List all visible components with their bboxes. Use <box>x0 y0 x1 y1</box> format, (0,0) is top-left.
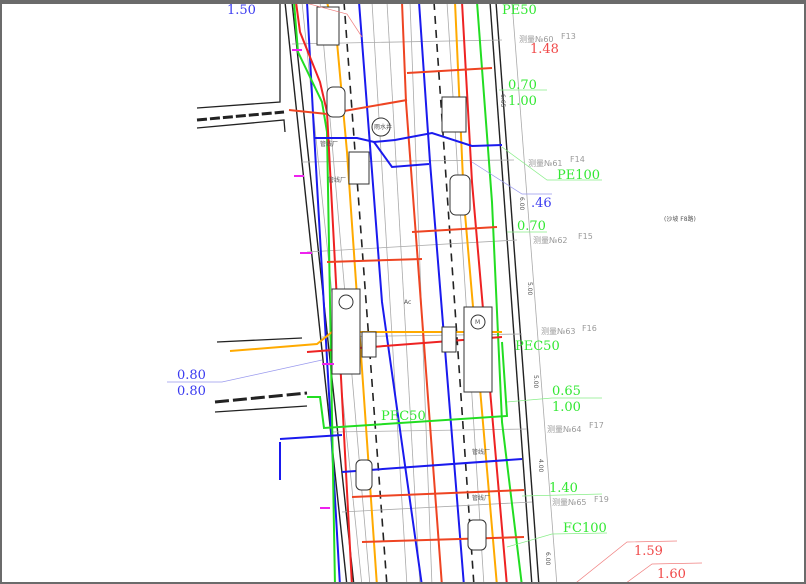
point-f19: F19 <box>594 495 609 504</box>
depth-070a: 0.70 <box>508 78 537 93</box>
label-ac: Ac <box>404 299 411 306</box>
elevation-159: 1.59 <box>634 544 663 559</box>
magenta-markers <box>292 49 334 509</box>
dimension-400: 4.00 <box>537 459 544 473</box>
leader-lines <box>167 4 703 582</box>
label-top-green: PE50 <box>502 4 537 18</box>
blue-pipe-mid <box>358 4 423 582</box>
label-rain-well: 雨水井 <box>374 123 392 131</box>
point-f15: F15 <box>578 232 593 241</box>
label-manhole-m: M <box>475 319 480 326</box>
label-pipe: 管线厂 <box>320 140 338 148</box>
label-pec50-right: PEC50 <box>515 339 560 354</box>
point-f16: F16 <box>582 324 597 333</box>
survey-point-65: 测量№65 <box>552 498 587 507</box>
depth-070b: 0.70 <box>517 219 546 234</box>
red-pipe-mid <box>401 4 443 582</box>
structures <box>316 6 493 551</box>
label-top-blue: 1.50 <box>227 4 256 18</box>
point-f14: F14 <box>570 155 585 164</box>
label-pipe: 管线厂 <box>472 448 490 456</box>
road-edges <box>284 4 540 582</box>
survey-point-61: 测量№61 <box>528 159 563 168</box>
depth-080a: 0.80 <box>177 368 206 383</box>
value-146: .46 <box>531 196 552 211</box>
depth-080b: 0.80 <box>177 384 206 399</box>
dimension-600b: 6.00 <box>544 552 551 566</box>
elevation-148: 1.48 <box>530 42 559 57</box>
elevation-160: 1.60 <box>657 567 686 582</box>
dimension-600a: 6.00 <box>518 197 525 211</box>
dimension-500b: 5.00 <box>532 375 539 389</box>
left-building-outlines <box>196 4 308 413</box>
depth-100b: 1.00 <box>552 400 581 415</box>
label-fc100: FC100 <box>563 521 607 536</box>
blue-pipe-right <box>418 4 465 582</box>
red-pipe-right <box>461 4 508 582</box>
depth-065: 0.65 <box>552 384 581 399</box>
cad-drawing: 1.50 PE50 测量№60 F13 1.48 0.70 1.00 6.65 … <box>167 4 703 582</box>
label-pe100: PE100 <box>557 168 600 183</box>
label-pipe: 管线厂 <box>472 494 490 502</box>
green-pipe-right <box>476 4 523 582</box>
depth-140: 1.40 <box>549 481 578 496</box>
dimension-500a: 5.00 <box>526 282 533 296</box>
road-note: (沙坡 F8路) <box>664 215 696 223</box>
depth-100a: 1.00 <box>508 94 537 109</box>
survey-point-64: 测量№64 <box>547 425 582 434</box>
green-pipe-left <box>293 4 336 582</box>
dimension-665: 6.65 <box>499 94 506 108</box>
survey-point-62: 测量№62 <box>533 236 568 245</box>
annotations: 1.50 PE50 测量№60 F13 1.48 0.70 1.00 6.65 … <box>177 4 696 582</box>
label-pec50-mid: PEC50 <box>381 409 426 424</box>
survey-point-63: 测量№63 <box>541 327 576 336</box>
label-pipe: 管线厂 <box>328 176 346 184</box>
point-f17: F17 <box>589 421 604 430</box>
red-pipe-left <box>295 4 353 582</box>
survey-point-60: 测量№60 <box>519 35 554 44</box>
point-f13: F13 <box>561 32 576 41</box>
